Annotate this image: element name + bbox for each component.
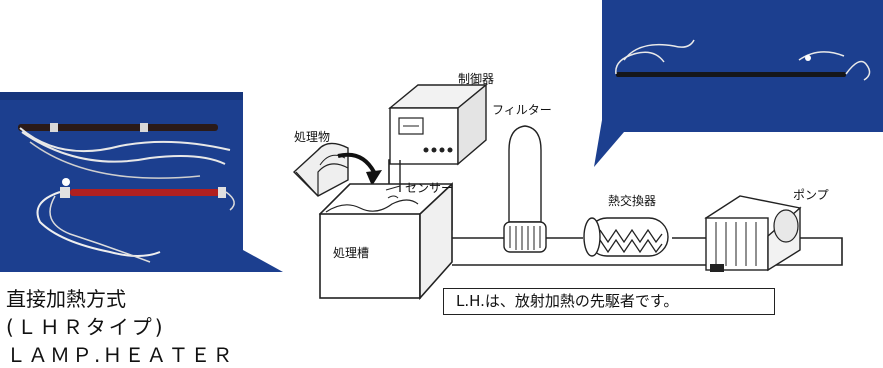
tagline-box: L.H.は、放射加熱の先駆者です。 [443, 288, 775, 315]
heat-exchanger-label: 熱交換器 [608, 194, 657, 208]
heater-photo-left [0, 92, 283, 272]
pump-label: ポンプ [793, 188, 829, 202]
heater-photo-right [594, 0, 883, 167]
caption-type: (ＬＨＲタイプ) [6, 315, 166, 339]
workpiece-label: 処理物 [294, 130, 331, 144]
controller-unit [388, 83, 488, 166]
filter-unit [503, 125, 547, 253]
filter-label: フィルター [492, 103, 552, 117]
caption-product: ＬＡＭＰ.ＨＥＡＴＥＲ [6, 343, 235, 367]
workpiece [292, 142, 349, 197]
caption-method: 直接加熱方式 [6, 287, 126, 311]
sensor-label: センサー [405, 181, 454, 195]
controller-label: 制御器 [458, 72, 495, 86]
pump [704, 195, 802, 272]
processing-tank [318, 182, 453, 301]
insert-arrow [337, 152, 382, 186]
tank-label: 処理槽 [333, 246, 370, 260]
heat-exchanger [583, 217, 669, 257]
